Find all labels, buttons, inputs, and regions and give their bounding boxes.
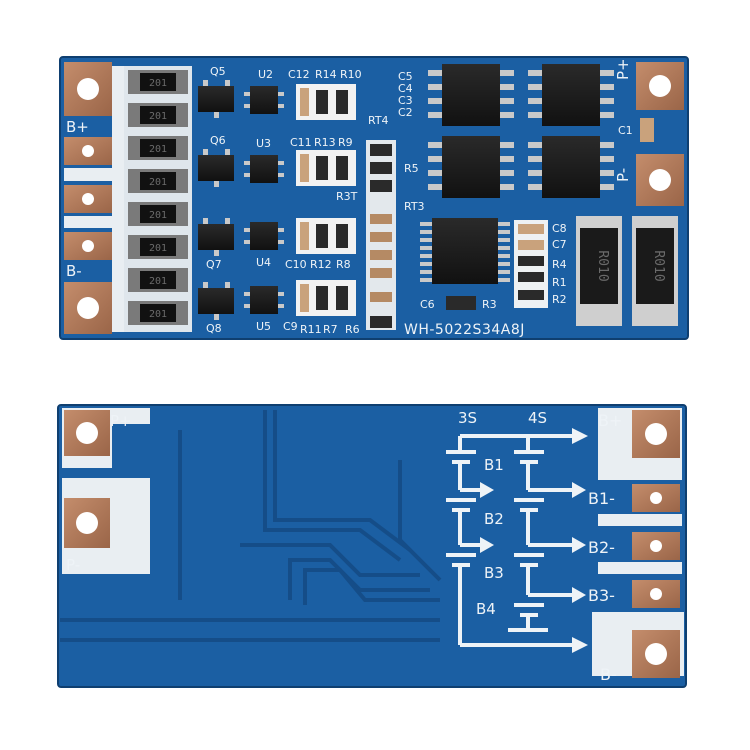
passive-groups [296, 84, 356, 316]
q7-chip [198, 224, 234, 250]
thermistor-column [366, 140, 396, 330]
right-copper-pads [636, 62, 684, 206]
r1-label: R1 [552, 276, 567, 289]
shunt-code-2: R010 [651, 250, 666, 281]
rt4-label: RT4 [368, 114, 389, 127]
bottom-b1-label: B1- [588, 489, 615, 508]
u5-label: U5 [256, 320, 271, 333]
cell-b4-label: B4 [476, 600, 496, 618]
q8-chip [198, 288, 234, 314]
r3-label: R3 [482, 298, 497, 311]
bottom-board: P+ P- [57, 404, 687, 688]
top-b-minus-label: B- [66, 262, 82, 280]
c6-label: C6 [420, 298, 435, 311]
config-4s-label: 4S [528, 409, 547, 427]
r10-label: R10 [340, 68, 362, 81]
c4-label: C4 [398, 82, 413, 95]
balance-resistor-column: 201 201 201 201 201 201 201 201 [124, 66, 192, 332]
c3-label: C3 [398, 94, 413, 107]
bottom-b-plus-label: B+ [598, 411, 622, 430]
r14-label: R14 [315, 68, 337, 81]
r11-label: R11 [300, 323, 322, 336]
bottom-right-pads [592, 408, 684, 678]
q6-label: Q6 [210, 134, 226, 147]
r6-label: R6 [345, 323, 360, 336]
r5-label: R5 [404, 162, 419, 175]
mosfet-chips [428, 64, 614, 198]
bottom-left-pads [62, 408, 150, 574]
c10-label: C10 [285, 258, 307, 271]
u4-chip [250, 222, 278, 250]
r7-label: R7 [323, 323, 338, 336]
c5-label: C5 [398, 70, 413, 83]
resistor-code-6: 201 [149, 243, 167, 254]
shunt-code-1: R010 [595, 250, 610, 281]
model-marking: WH-5022S34A8J [404, 322, 525, 338]
b-minus-mount-hole [77, 297, 99, 319]
config-3s-label: 3S [458, 409, 477, 427]
bottom-b-minus-label: B- [600, 665, 617, 684]
u3-chip [250, 155, 278, 183]
resistor-code-4: 201 [149, 177, 167, 188]
cell-b1-label: B1 [484, 456, 504, 474]
left-copper-pads [64, 62, 124, 334]
c8-label: C8 [552, 222, 567, 235]
b-plus-mount-hole [77, 78, 99, 100]
c2-label: C2 [398, 106, 413, 119]
r9-label: R9 [338, 136, 353, 149]
u2-chip [250, 86, 278, 114]
diagram-arrows [480, 428, 588, 653]
right-passives [446, 220, 548, 310]
r13-label: R13 [314, 136, 336, 149]
bottom-b2-label: B2- [588, 538, 615, 557]
cell-b3-label: B3 [484, 564, 504, 582]
r8-label: R8 [336, 258, 351, 271]
c11-label: C11 [290, 136, 312, 149]
resistor-code-1: 201 [149, 78, 167, 89]
resistor-code-5: 201 [149, 210, 167, 221]
cell-b2-label: B2 [484, 510, 504, 528]
r2-label: R2 [552, 293, 567, 306]
r12-label: R12 [310, 258, 332, 271]
top-p-plus-label: P+ [614, 58, 632, 80]
bottom-p-plus-label: P+ [110, 412, 132, 430]
c9-label: C9 [283, 320, 298, 333]
mosfet-1 [442, 64, 500, 126]
u3-label: U3 [256, 137, 271, 150]
shunt-resistors [576, 216, 678, 326]
mosfet-3 [442, 136, 500, 198]
u-chips [244, 86, 284, 314]
c7-label: C7 [552, 238, 567, 251]
r4-label: R4 [552, 258, 567, 271]
q-transistors [198, 80, 234, 320]
q8-label: Q8 [206, 322, 222, 335]
u2-label: U2 [258, 68, 273, 81]
q6-chip [198, 155, 234, 181]
resistor-code-7: 201 [149, 276, 167, 287]
protection-ic [420, 218, 510, 284]
r3t-label: R3T [336, 190, 358, 203]
mosfet-2 [542, 64, 600, 126]
top-b-plus-label: B+ [66, 118, 89, 136]
u5-chip [250, 286, 278, 314]
u4-label: U4 [256, 256, 271, 269]
pcb-traces [60, 410, 442, 642]
bottom-p-minus-label: P- [66, 556, 80, 574]
bottom-b3-label: B3- [588, 586, 615, 605]
q5-chip [198, 86, 234, 112]
top-p-minus-label: P- [614, 168, 632, 182]
c12-label: C12 [288, 68, 310, 81]
resistor-code-3: 201 [149, 144, 167, 155]
c1-label: C1 [618, 124, 633, 137]
battery-wiring-diagram [446, 434, 572, 647]
resistor-code-8: 201 [149, 309, 167, 320]
mosfet-4 [542, 136, 600, 198]
top-board: B+ B- 201 201 201 201 201 201 201 201 [59, 56, 689, 340]
q5-label: Q5 [210, 65, 226, 78]
q7-label: Q7 [206, 258, 222, 271]
rt3-label: RT3 [404, 200, 425, 213]
resistor-code-2: 201 [149, 111, 167, 122]
